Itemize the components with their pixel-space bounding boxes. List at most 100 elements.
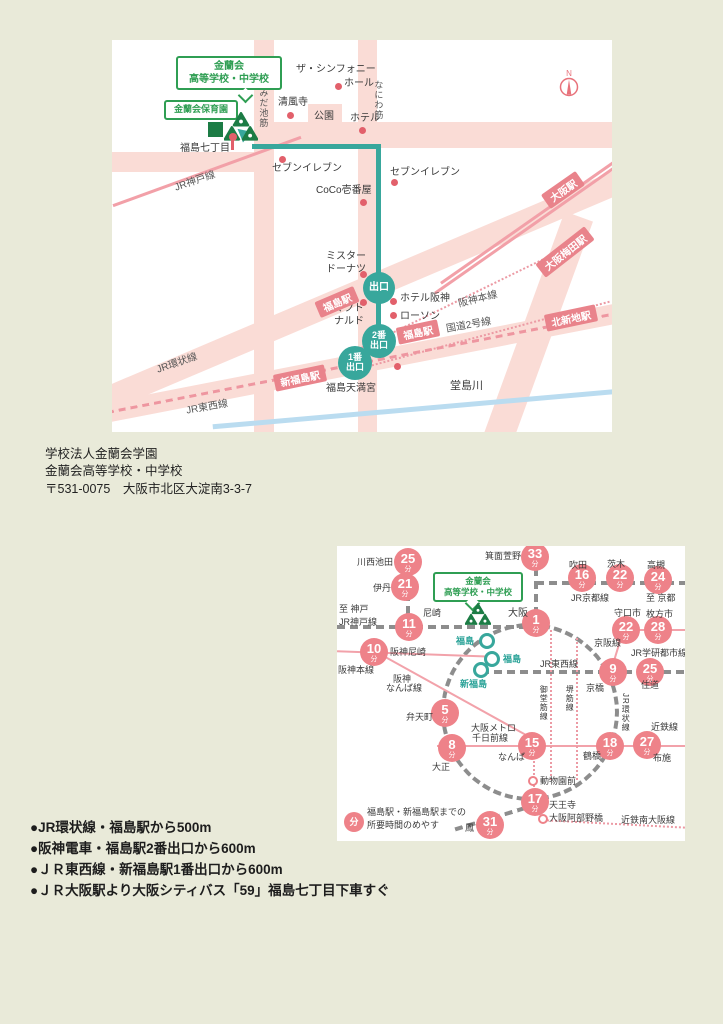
label-hotel-hanshin: ホテル阪神 <box>400 293 450 304</box>
walk-route-horizontal <box>252 144 379 149</box>
label-hanshin-namba-2: なんば線 <box>386 683 423 693</box>
label-seifuji-temple: 清風寺 <box>278 97 308 108</box>
label-otori: 鳳 <box>465 823 475 833</box>
label-jr-kyoto-line: JR京都線 <box>571 593 609 603</box>
label-naniwa-suji: なにわ筋 <box>373 80 384 120</box>
label-fukushima-tenmangu: 福島天満宮 <box>326 383 376 394</box>
label-bentencho: 弁天町 <box>406 712 434 722</box>
label-osaka: 大阪 <box>508 608 528 619</box>
midosuji-line-dotted <box>550 630 552 780</box>
label-fukushima-hanshin: 福島 <box>503 654 522 664</box>
access-notes: ●JR環状線・福島駅から500m ●阪神電車・福島駅2番出口から600m ●ＪＲ… <box>30 817 390 901</box>
label-shin-fukushima: 新福島 <box>460 679 488 689</box>
school-label-box: 金蘭会高等学校・中学校 <box>176 56 282 90</box>
label-mcdonalds-2: ナルド <box>334 316 364 327</box>
station-ring-shin-fukushima <box>473 662 489 678</box>
label-to-kobe: 至 神戸 <box>339 604 369 614</box>
label-itami: 伊丹 <box>373 583 392 593</box>
label-seven-eleven-west: セブンイレブン <box>272 163 342 174</box>
label-namba: なんば <box>498 752 526 762</box>
school-label-box: 金蘭会高等学校・中学校 <box>433 572 523 603</box>
walk-route-vertical <box>376 144 381 344</box>
label-hanshin-main-line: 阪神本線 <box>338 665 375 675</box>
label-symphony-hall-1: ザ・シンフォニー <box>296 64 376 75</box>
label-hanshin-main-line: 阪神本線 <box>457 289 499 310</box>
label-lawson: ローソン <box>400 311 440 322</box>
label-fukushima-jr: 福島 <box>456 636 475 646</box>
label-tennoji: 天王寺 <box>549 800 577 810</box>
dot-mister-donut <box>359 270 367 278</box>
label-keihan-line: 京阪線 <box>594 638 622 648</box>
label-mister-donut-2: ドーナツ <box>326 264 366 275</box>
label-jr-kanjo-line: JR環状線 <box>621 693 631 732</box>
access-note-hanshin: ●阪神電車・福島駅2番出口から600m <box>30 841 256 857</box>
access-note-jr-tozai: ●ＪＲ東西線・新福島駅1番出口から600m <box>30 862 283 878</box>
label-coco-ichibanya: CoCo壱番屋 <box>316 185 372 196</box>
dot-seifuji <box>286 111 294 119</box>
label-osaka-metro: 大阪メトロ <box>471 723 517 733</box>
label-tsuruhashi: 鶴橋 <box>583 751 602 761</box>
label-park: 公園 <box>314 111 334 122</box>
label-sakaisuji-line: 堺筋線 <box>565 685 575 712</box>
dot-coco-ichibanya <box>359 198 367 206</box>
station-ring-fukushima-jr <box>479 633 495 649</box>
school-icon <box>464 603 492 631</box>
label-amidaike-suji: あみだ池筋 <box>258 78 269 128</box>
label-jr-tozai-line: JR東西線 <box>540 659 578 669</box>
address-block: 学校法人金蘭会学園 金蘭会高等学校・中学校 〒531-0075 大阪市北区大淀南… <box>45 446 252 498</box>
school-icon <box>223 112 259 147</box>
school-name: 金蘭会高等学校・中学校 <box>45 464 183 479</box>
label-kintetsu-minamiosaka: 近鉄南大阪線 <box>621 815 676 825</box>
legend-minutes-badge: 分 <box>344 812 364 832</box>
dot-hotel-hanshin <box>389 297 397 305</box>
station-ring-fukushima-hanshin <box>484 651 500 667</box>
label-sennichimae-line: 千日前線 <box>472 733 509 743</box>
park-block <box>308 104 342 134</box>
postal-address: 〒531-0075 大阪市北区大淀南3-3-7 <box>45 481 253 496</box>
label-mister-donut-1: ミスター <box>326 251 366 262</box>
label-dobutsuen-mae: 動物園前 <box>540 776 577 786</box>
walking-route-map: ザ・シンフォニーホール清風寺公園ホテルなにわ筋あみだ池筋福島七丁目セブンイレブン… <box>112 40 612 432</box>
station-ring-osaka-abenobashi <box>538 814 548 824</box>
label-to-kyoto: 至 京都 <box>646 593 676 603</box>
dot-hotel <box>358 126 366 134</box>
label-jr-kobe-line: JR神戸線 <box>339 617 377 627</box>
jr-loop-line <box>441 623 619 801</box>
dot-seven-eleven-east <box>390 178 398 186</box>
label-hirakata: 枚方市 <box>646 609 674 619</box>
legend-text-2: 所要時間のめやす <box>367 820 440 830</box>
svg-text:N: N <box>566 69 572 78</box>
label-minoh-kayano: 箕面萱野 <box>485 551 522 561</box>
school-corporation-name: 学校法人金蘭会学園 <box>45 447 158 461</box>
exit-no1: 1番出口 <box>338 346 372 380</box>
access-note-city-bus: ●ＪＲ大阪駅より大阪シティバス「59」福島七丁目下車すぐ <box>30 883 390 899</box>
exit-main: 出口 <box>363 272 395 304</box>
label-suminodo: 住道 <box>641 680 660 690</box>
label-seven-eleven-east: セブンイレブン <box>390 167 460 178</box>
midosuji-north-line <box>534 555 538 625</box>
compass-north-icon: N <box>558 68 580 105</box>
access-note-jr-kanjo: ●JR環状線・福島駅から500m <box>30 820 212 835</box>
school-label-pointer <box>237 87 254 104</box>
label-hanshin-namba-1: 阪神 <box>393 674 412 684</box>
kindergarten-label-box: 金蘭会保育園 <box>164 100 238 120</box>
label-suita: 吹田 <box>569 560 588 570</box>
label-osaka-abenobashi: 大阪阿部野橋 <box>549 813 604 823</box>
